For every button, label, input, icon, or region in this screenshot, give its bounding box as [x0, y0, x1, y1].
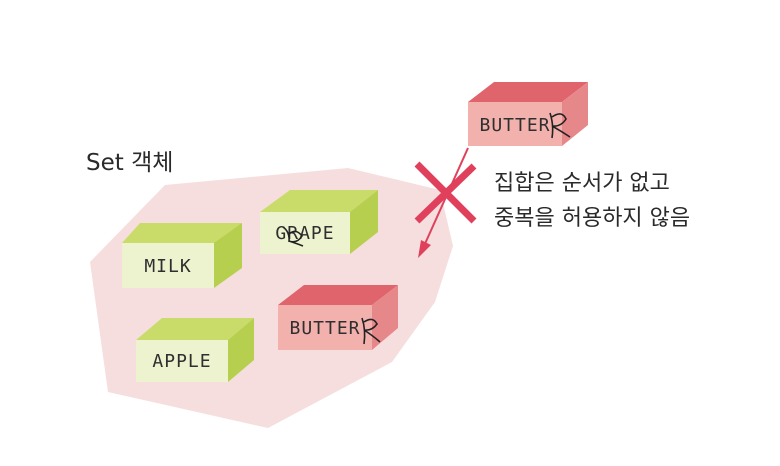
cross-mark-icon — [414, 161, 477, 224]
butter-outside-label: BUTTER — [479, 115, 550, 136]
note-line-2: 중복을 허용하지 않음 — [494, 206, 691, 231]
butter-box-outside: BUTTER — [468, 82, 588, 146]
handwritten-r-mark — [549, 112, 571, 139]
butter-inside-label: BUTTER — [289, 318, 360, 339]
butter-box-inside: BUTTER — [278, 285, 398, 350]
grape-box: GRAPE — [260, 190, 378, 254]
milk-box: MILK — [122, 223, 242, 288]
set-object-label: Set 객체 — [86, 150, 174, 176]
milk-label: MILK — [144, 256, 191, 277]
grape-label: GRAPE — [275, 223, 334, 244]
handwritten-r-mark — [361, 317, 381, 345]
apple-box: APPLE — [136, 318, 254, 382]
handwritten-r-mark — [282, 226, 304, 247]
apple-label: APPLE — [152, 351, 211, 372]
note-line-1: 집합은 순서가 없고 — [494, 171, 670, 196]
